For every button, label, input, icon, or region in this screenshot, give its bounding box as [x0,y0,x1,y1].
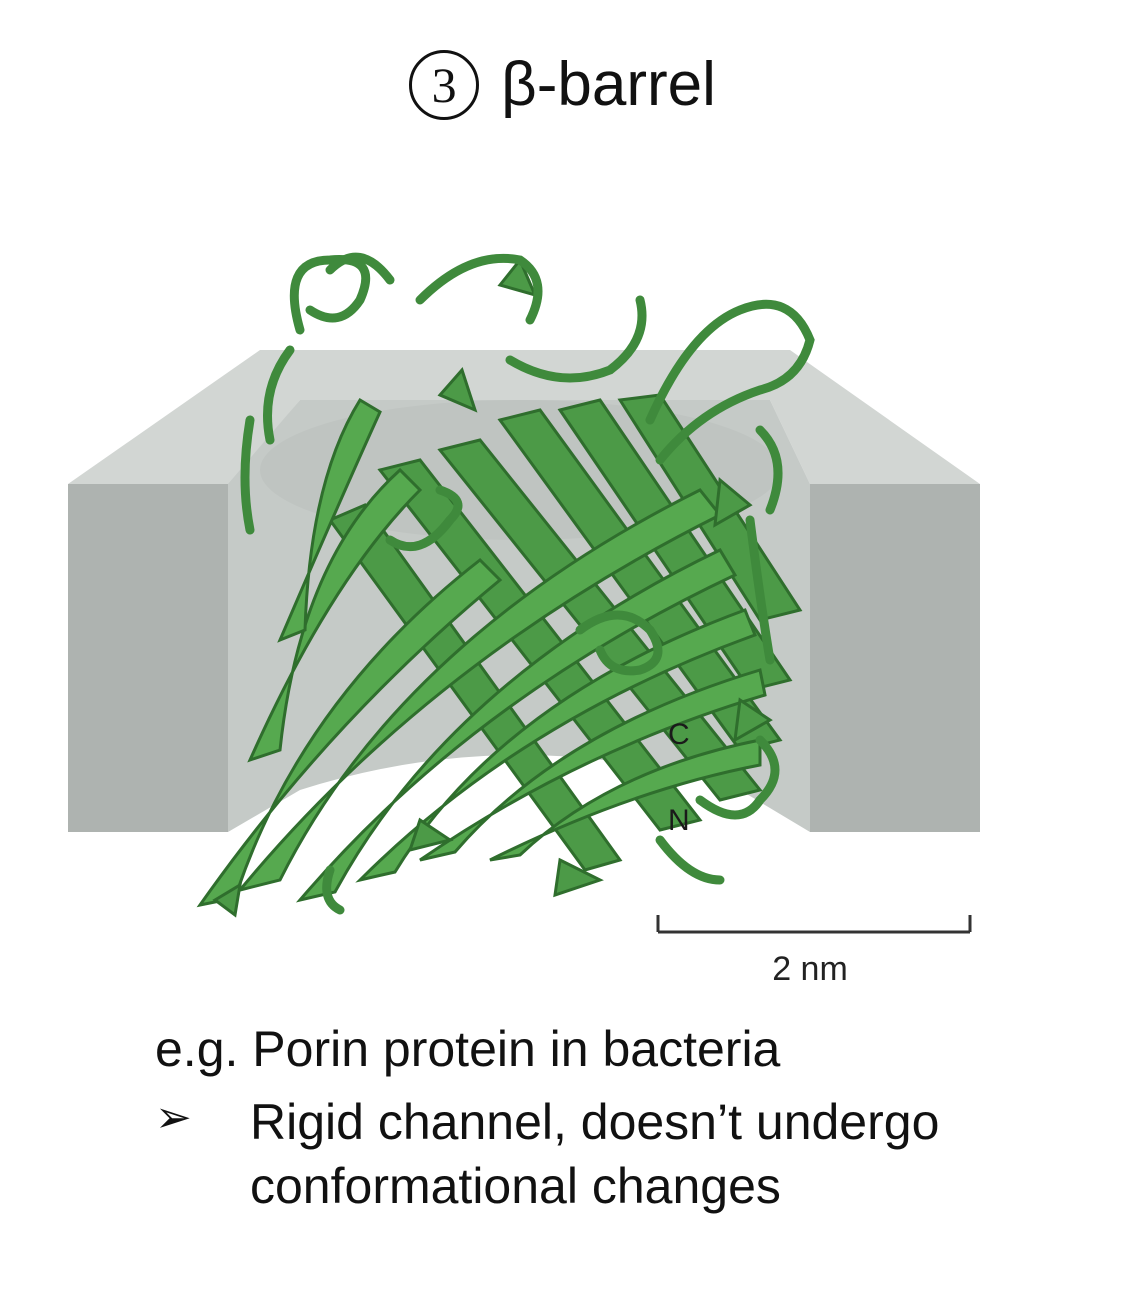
bullet-item: ➢ Rigid channel, doesn’t undergo conform… [155,1090,1070,1218]
slide-title: 3 β-barrel [0,50,1125,120]
c-terminus-label: C [668,718,690,751]
bullet-text: Rigid channel, doesn’t undergo conformat… [250,1094,940,1214]
title-text: β-barrel [501,50,716,119]
strand-arrowheads [212,257,773,918]
arrow-bullet-icon: ➢ [155,1093,192,1142]
front-strands [196,397,767,908]
scale-bar [656,915,972,934]
example-text: e.g. Porin protein in bacteria [155,1021,781,1077]
n-terminus-label: N [668,804,690,837]
beta-barrel-figure [68,252,980,934]
scale-bar-label: 2 nm [772,950,848,988]
circled-number: 3 [409,50,480,120]
loops [240,252,815,915]
